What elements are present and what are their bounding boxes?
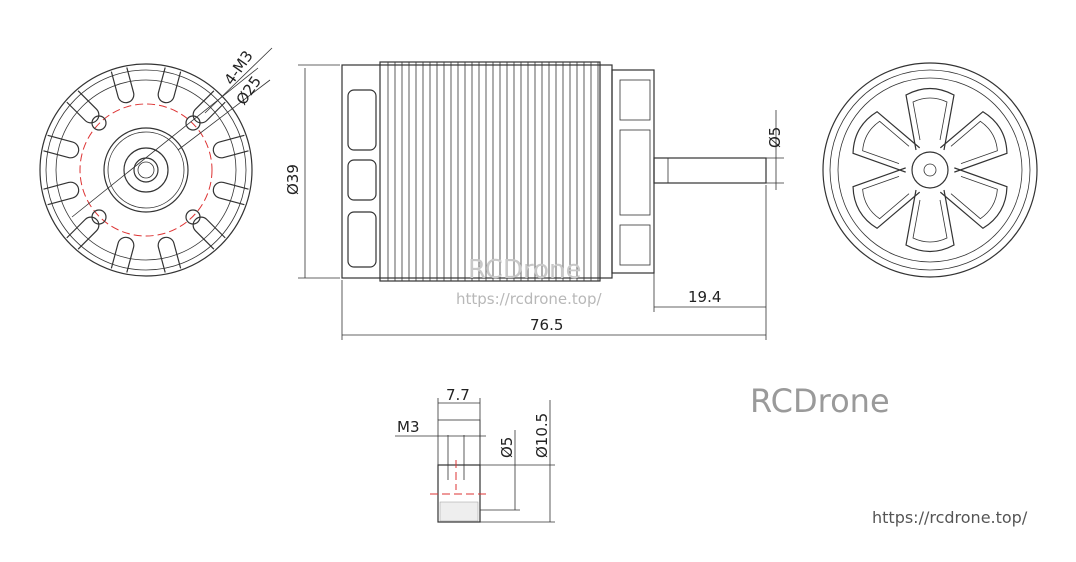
watermark-logo-center: RCDrone	[468, 255, 582, 285]
vent-slot	[43, 134, 80, 159]
nut-bore-label: Ø5	[498, 437, 516, 458]
rotor-spoke	[905, 189, 955, 253]
nut-thread-label: M3	[397, 418, 420, 436]
vent-slot	[212, 134, 249, 159]
rotor-spoke	[939, 110, 1008, 173]
vent-slot	[212, 181, 249, 206]
nut-diameter-label: Ø10.5	[533, 413, 551, 458]
shaft-diameter-label: Ø5	[766, 127, 784, 148]
overall-length-label: 76.5	[530, 316, 563, 334]
rear-view	[822, 62, 1038, 278]
rotor-spoke	[905, 87, 955, 151]
vent-slot	[157, 236, 182, 273]
vent-slot	[157, 67, 182, 104]
vent-slot	[110, 236, 135, 273]
mount-circle-centerline	[79, 103, 213, 237]
mount-holes	[91, 115, 201, 225]
vent-slot	[66, 216, 100, 250]
vent-slot	[192, 216, 226, 250]
watermark-url: https://rcdrone.top/	[872, 508, 1028, 527]
rotor-spoke	[852, 167, 921, 230]
watermark-url-center: https://rcdrone.top/	[456, 290, 602, 308]
side-view: Ø39 Ø5 19.4 76.5	[284, 61, 784, 340]
rotor-spoke	[852, 110, 921, 173]
nut-length-label: 7.7	[446, 386, 470, 404]
front-view: 4-M3 Ø25	[39, 47, 273, 277]
prop-nut-view: 7.7 M3 Ø5 Ø10.5	[395, 386, 555, 523]
watermark-logo: RCDrone	[750, 382, 890, 420]
body-diameter-label: Ø39	[284, 164, 302, 195]
vent-slot	[110, 67, 135, 104]
vent-slot	[66, 90, 100, 124]
vent-slot	[192, 90, 226, 124]
vent-slot	[43, 181, 80, 206]
shaft-length-label: 19.4	[688, 288, 721, 306]
rotor-spoke	[939, 167, 1008, 230]
